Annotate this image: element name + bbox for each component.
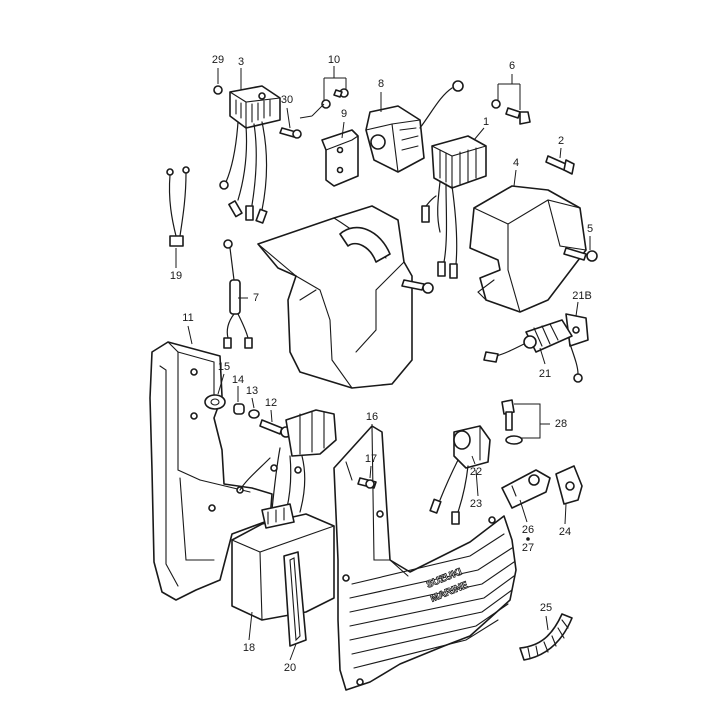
part-30-screw[interactable] [279,127,302,139]
callout-labels: 29 3 30 10 8 9 6 1 2 4 5 21B 21 7 19 11 … [170,54,593,674]
callout-1: 1 [483,116,489,128]
callout-21: 21 [539,368,551,380]
callout-11: 11 [182,312,193,324]
callout-3: 3 [238,56,244,68]
part-20-seal-ring[interactable] [283,551,307,647]
part-14-spacer[interactable] [233,403,245,415]
part-29-washer[interactable] [213,85,223,95]
callout-23: 23 [470,498,482,510]
callout-24: 24 [559,526,571,538]
part-3-rectifier[interactable] [219,85,281,224]
part-9-bracket[interactable] [321,129,359,187]
callout-9: 9 [341,108,347,120]
callout-15: 15 [218,361,230,373]
callout-19: 19 [170,270,182,282]
callout-17: 17 [365,453,377,465]
callout-13: 13 [246,385,258,397]
callout-4: 4 [513,157,519,169]
part-10-bolts[interactable] [321,88,349,109]
part-16-lower-cowl[interactable]: SUZUKI MARINE [333,425,517,691]
callout-18: 18 [243,642,255,654]
part-2-screw[interactable] [545,155,575,175]
part-7-wire-harness[interactable] [223,239,253,349]
callout-26: 26 [522,524,534,536]
part-13-washer[interactable] [248,409,260,419]
part-15-grommet[interactable] [204,394,226,410]
callout-27: 27 [522,542,534,554]
part-1-ignition-coil[interactable] [421,135,487,279]
part-8-relay[interactable] [365,80,464,173]
part-6-bolts[interactable] [491,99,531,125]
callout-22: 22 [470,466,482,478]
callout-10: 10 [328,54,340,66]
center-screw[interactable] [401,279,434,294]
callout-20: 20 [284,662,296,674]
callout-5: 5 [587,223,593,235]
part-25-corrugated-tube[interactable] [519,613,573,661]
part-21B-switch-bracket[interactable] [565,313,589,347]
callout-8: 8 [378,78,384,90]
callout-25: 25 [540,602,552,614]
part-4-upper-cover[interactable] [469,185,587,313]
callout-21B: 21B [572,290,592,302]
callout-6: 6 [509,60,515,72]
leader-lines [175,66,591,661]
part-28-bolt-washer[interactable] [501,399,523,445]
callout-30: 30 [281,94,293,106]
callout-2: 2 [558,135,564,147]
callout-16: 16 [366,411,378,423]
part-17-screw[interactable] [357,477,377,489]
callout-14: 14 [232,374,244,386]
part-18-control-box[interactable] [231,503,335,621]
part-19-wire-lead[interactable] [166,166,190,247]
callout-26-27-dot [526,537,530,541]
upper-mounting-bracket[interactable] [257,205,413,389]
part-5-screw[interactable] [563,247,598,262]
callout-12: 12 [265,397,277,409]
part-24-plate[interactable] [555,465,583,505]
part-21-switch[interactable] [483,319,583,383]
part-26-bracket[interactable] [501,469,551,509]
part-22-switch[interactable] [429,425,491,525]
callout-29: 29 [212,54,224,66]
callout-28: 28 [555,418,567,430]
callout-7: 7 [253,292,259,304]
